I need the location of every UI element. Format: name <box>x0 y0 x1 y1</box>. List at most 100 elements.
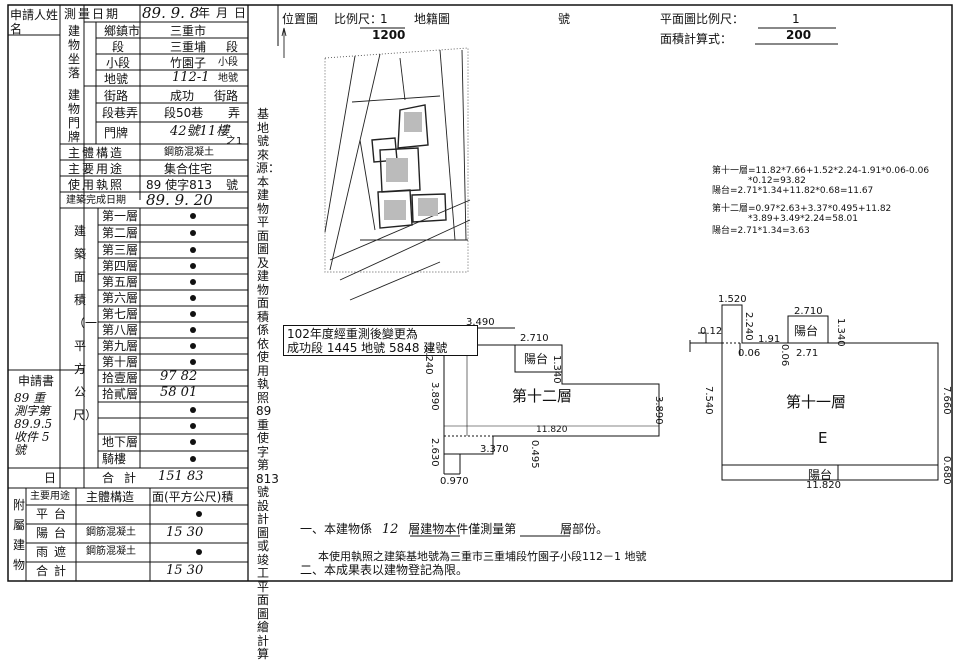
floor-empty-dot <box>190 213 196 219</box>
floor-empty-dot <box>190 343 196 349</box>
plan12-dim-right: 3.890 <box>653 396 664 425</box>
month-label: 月 <box>216 6 229 20</box>
scale-denominator: 1200 <box>372 28 406 42</box>
attached-label: 附屬建物 <box>12 498 25 572</box>
plan11-dim-balcony-h: 1.340 <box>835 318 846 347</box>
section-value: 三重埔 <box>170 40 207 54</box>
footer-line-1-number: 12 <box>381 522 399 537</box>
att-header-struct: 主體構造 <box>86 490 135 504</box>
calc-line-2: *0.12=93.82 <box>748 176 806 186</box>
lane-suffix: 弄 <box>228 106 241 120</box>
usage-label: 主要用途 <box>68 162 125 176</box>
applicant-label: 申請人姓名 <box>10 8 59 36</box>
door-label: 建物門牌 <box>67 88 80 144</box>
change-note-box: 102年度經重測後變更為 成功段 1445 地號 5848 建號 <box>283 325 478 356</box>
total-label: 合計 <box>102 471 147 485</box>
lot-suffix: 地號 <box>218 73 238 84</box>
subsection-value: 竹園子 <box>170 56 207 70</box>
section-label: 段 <box>112 40 125 54</box>
plan12-dim-step: 3.370 <box>480 444 509 455</box>
floor-empty-dot <box>190 247 196 253</box>
floor-empty-dot <box>190 263 196 269</box>
floor-name: 第九層 <box>102 339 139 353</box>
floor-name: 第八層 <box>102 323 139 337</box>
location-map-label: 位置圖 <box>282 12 319 26</box>
floor-name: 第二層 <box>102 226 139 240</box>
plan-scale-numerator: 1 <box>792 12 800 26</box>
footer-line-1-mid: 層建物本件僅測量第 <box>408 522 517 536</box>
change-note-1: 102年度經重測後變更為 <box>287 327 418 341</box>
lane-value: 段50巷 <box>164 106 204 120</box>
form-lines <box>7 4 953 582</box>
plan12-label: 第十二層 <box>512 387 573 405</box>
area-calc-label: 面積計算式： <box>660 32 733 46</box>
floor-name: 騎樓 <box>102 452 127 466</box>
plan11-mark: E <box>818 429 828 447</box>
plan12-dim-base: 0.970 <box>440 476 469 487</box>
plan-11 <box>689 304 939 481</box>
plan12-balcony: 陽台 <box>524 352 549 366</box>
floor-empty-dot <box>190 359 196 365</box>
plan12-dim-balcony-h: 1.340 <box>551 355 562 384</box>
att-header-use: 主要用途 <box>30 491 70 502</box>
footer-line-3: 二、本成果表以建物登記為限。 <box>300 563 469 577</box>
plan11-dim-h1: 2.240 <box>743 312 754 341</box>
calc-line-5: *3.89+3.49*2.24=58.01 <box>748 214 858 224</box>
permit-suffix: 號 <box>226 178 239 192</box>
floor-name: 第十層 <box>102 355 139 369</box>
plan11-label: 第十一層 <box>786 393 847 411</box>
survey-date-label: 測量日期 <box>64 7 121 21</box>
street-label: 街路 <box>104 89 129 103</box>
total-value: 151 83 <box>158 469 204 484</box>
vertical-note: 基地號來源：本建物平面圖及建物面積係依使用執照89重使字第813號設計圖或竣工平… <box>256 107 281 661</box>
plan11-balcony-bottom: 陽台 <box>808 468 833 482</box>
lot-label: 地號 <box>104 72 129 86</box>
floor-empty-dot <box>190 295 196 301</box>
application-date-label: 日 <box>44 471 57 485</box>
scale-numerator: 1 <box>380 12 388 26</box>
att-header-area: 面(平方公尺)積 <box>152 490 234 504</box>
floor-empty-dot <box>190 311 196 317</box>
lane-label: 段巷弄 <box>102 106 139 120</box>
plan12-dim-left3: 2.630 <box>429 438 440 467</box>
lot-value: 112-1 <box>172 70 210 85</box>
application-label: 申請書 <box>18 374 55 388</box>
plan12-dim-step-h: 0.495 <box>529 440 540 469</box>
plan11-dim-minus: 1.91 <box>758 334 781 345</box>
plan11-dim-s2: 0.06 <box>779 344 790 367</box>
floor-value: 58 01 <box>160 385 198 400</box>
calc-line-4: 第十二層=0.97*2.63+3.37*0.495+11.82 <box>712 204 892 214</box>
plan12-dim-bottom: 11.820 <box>536 425 568 435</box>
plan11-dim-right: 7.660 <box>941 386 952 415</box>
subsection-label: 小段 <box>106 56 131 70</box>
location-map <box>281 27 471 301</box>
plan11-dim-w2: 2.710 <box>794 306 823 317</box>
completion-value: 89. 9. 20 <box>146 191 213 209</box>
floor-empty-dot <box>190 327 196 333</box>
floor-empty-dot <box>190 279 196 285</box>
calc-line-6: 陽台=2.71*1.34=3.63 <box>712 226 810 236</box>
number-label: 門牌 <box>104 126 129 140</box>
plan12-dim-top2: 2.710 <box>520 333 549 344</box>
plan12-dim-left1: 2.240 <box>423 346 434 375</box>
att-use: 雨遮 <box>36 545 73 559</box>
floor-name: 拾貳層 <box>102 387 139 401</box>
number-extra: 之1 <box>226 136 243 147</box>
footer-line-2: 本使用執照之建築基地號為三重市三重埔段竹園子小段112－1 地號 <box>318 550 647 563</box>
att-use: 陽台 <box>36 526 73 540</box>
permit-value: 89 使字813 <box>146 178 212 192</box>
floor-name: 第一層 <box>102 209 139 223</box>
att-use: 合計 <box>36 564 73 578</box>
floor-value: 97 82 <box>160 369 198 384</box>
att-area: 15 30 <box>166 525 204 540</box>
att-area: 15 30 <box>166 563 204 578</box>
plan11-dim-w3: 2.71 <box>796 348 819 359</box>
area-label: 建築面積（一平方公尺） <box>73 224 98 422</box>
survey-date: 89. 9. 8 <box>142 4 200 22</box>
plan11-balcony: 陽台 <box>794 324 819 338</box>
plan11-dim-bottom: 11.820 <box>806 480 841 491</box>
street-value: 成功 <box>170 89 195 103</box>
att-empty-dot <box>196 549 202 555</box>
footer-line-1: 一、本建物係 12 層建物本件僅測量第 層部份。 <box>300 522 608 537</box>
street-suffix: 街路 <box>214 89 239 103</box>
